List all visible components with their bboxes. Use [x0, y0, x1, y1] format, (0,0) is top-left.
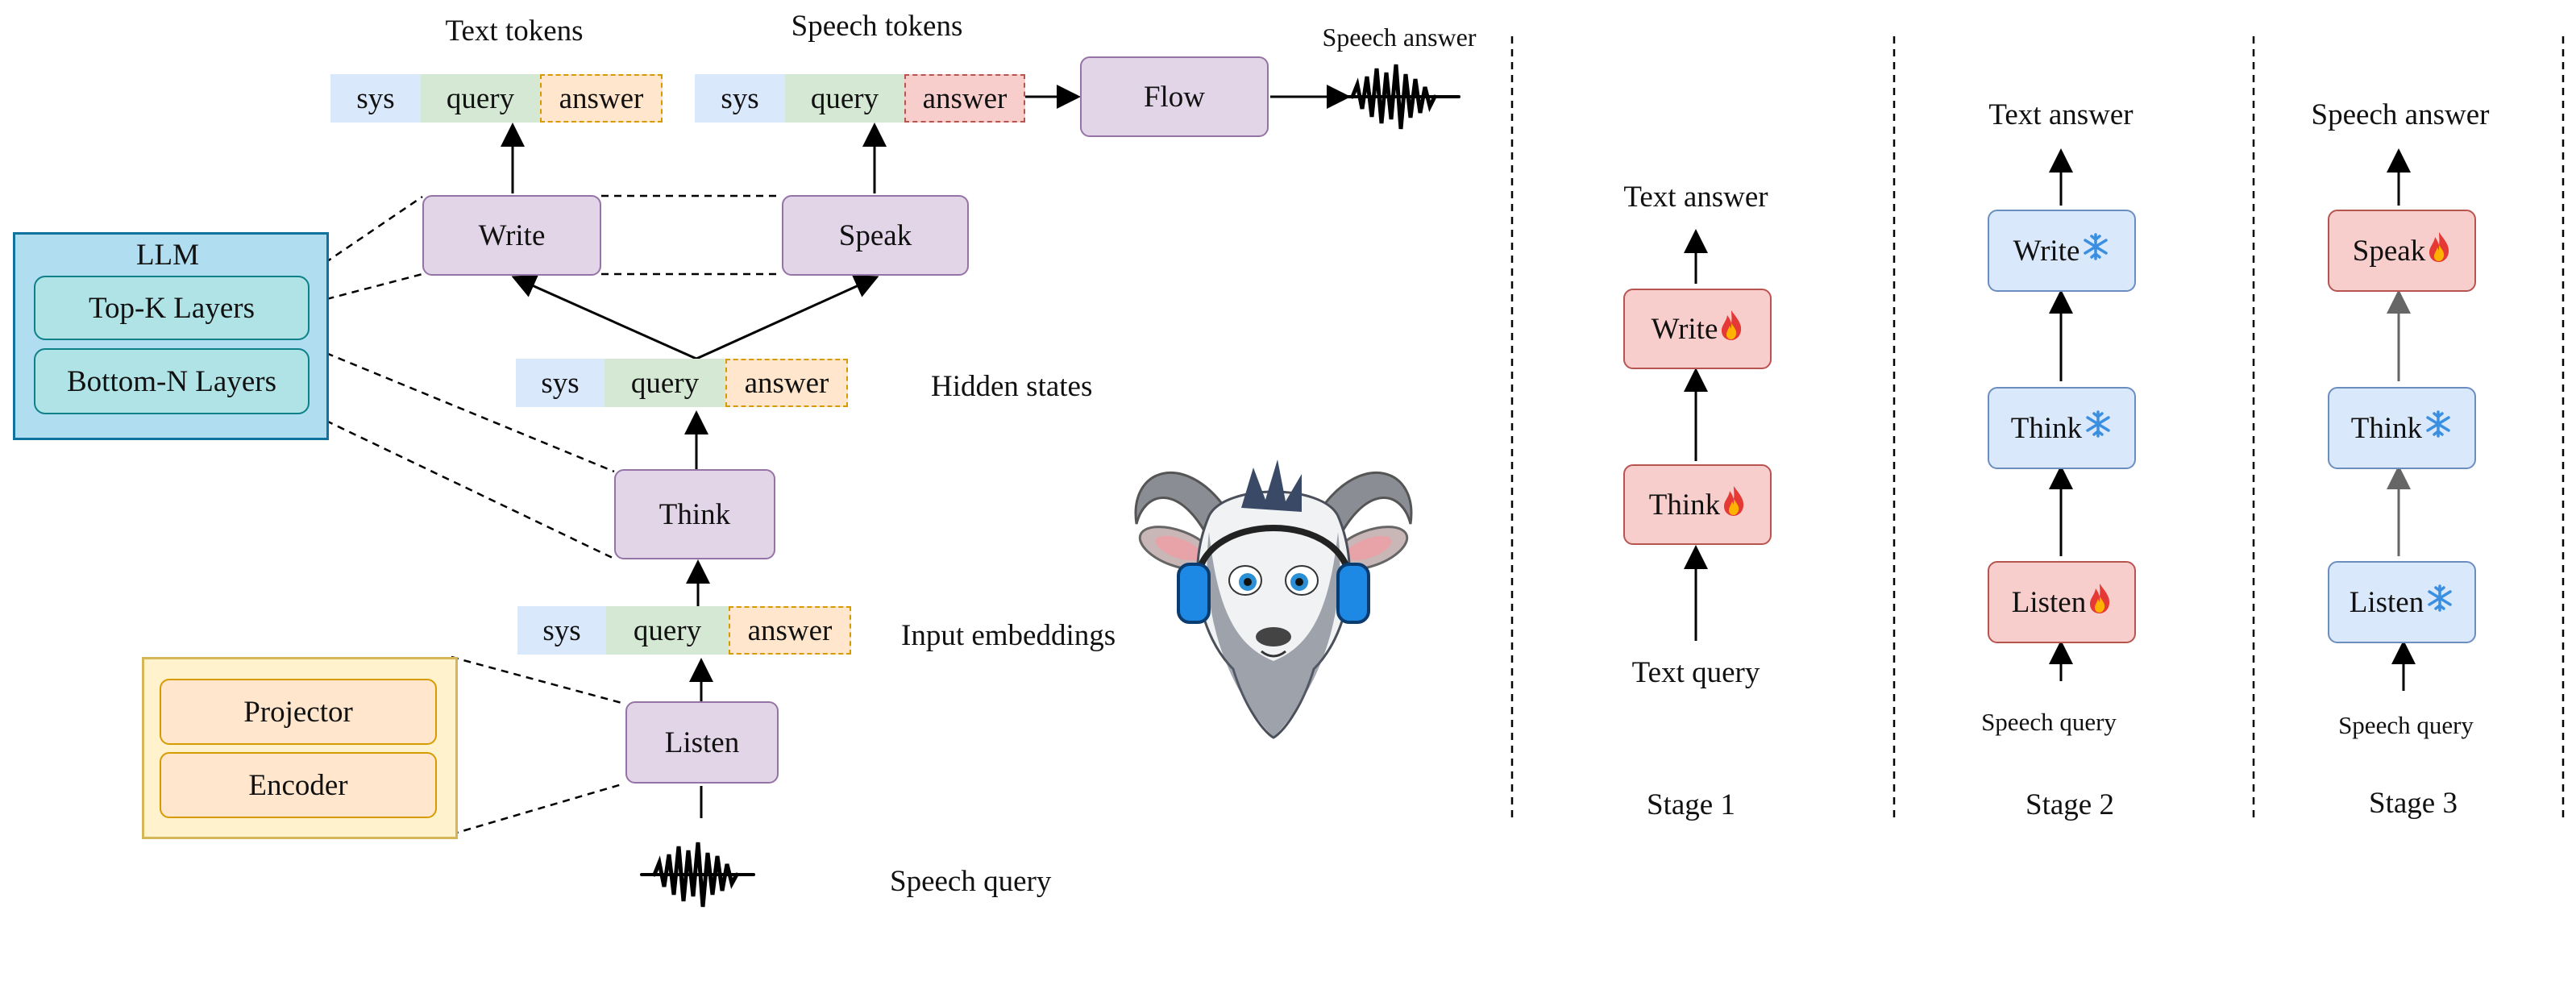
hidden-states-label: Hidden states — [931, 370, 1093, 403]
token-sys: sys — [695, 74, 785, 123]
stage1-input-label: Text query — [1631, 656, 1760, 689]
snowflake-icon — [2425, 584, 2454, 621]
token-query: query — [785, 74, 904, 123]
flame-icon — [1722, 484, 1746, 525]
token-sys: sys — [517, 606, 606, 655]
snowflake-icon — [2081, 232, 2110, 269]
token-sys: sys — [330, 74, 421, 123]
stage2-think-box: Think — [1988, 387, 2136, 469]
encoder-module: Encoder — [160, 752, 437, 818]
speech-tokens-label: Speech tokens — [791, 10, 963, 43]
stage1-output-label: Text answer — [1623, 181, 1768, 214]
stage3-think-label: Think — [2350, 411, 2423, 445]
speak-module: Speak — [782, 195, 969, 276]
token-answer: answer — [725, 359, 848, 407]
stage3-listen-box: Listen — [2328, 561, 2476, 643]
projector-module: Projector — [160, 679, 437, 745]
flame-icon — [1719, 309, 1743, 349]
llm-title: LLM — [135, 239, 200, 272]
input-embeddings-label: Input embeddings — [901, 619, 1116, 652]
flame-icon — [2427, 231, 2451, 271]
speech-query-label: Speech query — [890, 865, 1052, 898]
stage2-output-label: Text answer — [1988, 98, 2134, 131]
bottom-n-layers: Bottom-N Layers — [34, 348, 310, 414]
token-query: query — [605, 359, 725, 407]
think-module: Think — [614, 469, 775, 559]
stage3-speak-box: Speak — [2328, 210, 2476, 292]
stage1-think-label: Think — [1648, 488, 1721, 522]
token-query: query — [421, 74, 540, 123]
top-k-layers: Top-K Layers — [34, 276, 310, 340]
waveform-icon — [1336, 64, 1460, 130]
goat-mascot-icon — [1134, 459, 1413, 739]
snowflake-icon — [2424, 409, 2453, 447]
write-module: Write — [422, 195, 601, 276]
stage1-write-box: Write — [1623, 289, 1772, 369]
stage3-speak-label: Speak — [2352, 234, 2426, 268]
stage1-label: Stage 1 — [1647, 788, 1735, 821]
stage3-think-box: Think — [2328, 387, 2476, 469]
stage1-write-label: Write — [1651, 312, 1718, 346]
token-answer: answer — [540, 74, 663, 123]
text-tokens-label: Text tokens — [445, 15, 584, 48]
stage2-write-box: Write — [1988, 210, 2136, 292]
token-sys: sys — [516, 359, 605, 407]
stage2-input-label: Speech query — [1981, 708, 2117, 736]
stage1-think-box: Think — [1623, 464, 1772, 545]
snowflake-icon — [2084, 409, 2113, 447]
stage2-label: Stage 2 — [2025, 788, 2114, 821]
speech-answer-label: Speech answer — [1322, 23, 1477, 52]
listen-module: Listen — [625, 701, 779, 784]
stage3-label: Stage 3 — [2369, 787, 2458, 820]
flow-module: Flow — [1080, 56, 1269, 137]
token-answer: answer — [729, 606, 851, 655]
waveform-icon — [640, 842, 755, 908]
stage2-write-label: Write — [2013, 234, 2080, 268]
stage2-listen-box: Listen — [1988, 561, 2136, 643]
token-query: query — [606, 606, 729, 655]
stage3-input-label: Speech query — [2338, 711, 2474, 739]
token-answer: answer — [904, 74, 1025, 123]
stage3-listen-label: Listen — [2349, 585, 2424, 619]
stage2-think-label: Think — [2010, 411, 2083, 445]
flame-icon — [2088, 582, 2112, 622]
stage2-listen-label: Listen — [2011, 585, 2087, 619]
stage3-output-label: Speech answer — [2311, 98, 2490, 131]
